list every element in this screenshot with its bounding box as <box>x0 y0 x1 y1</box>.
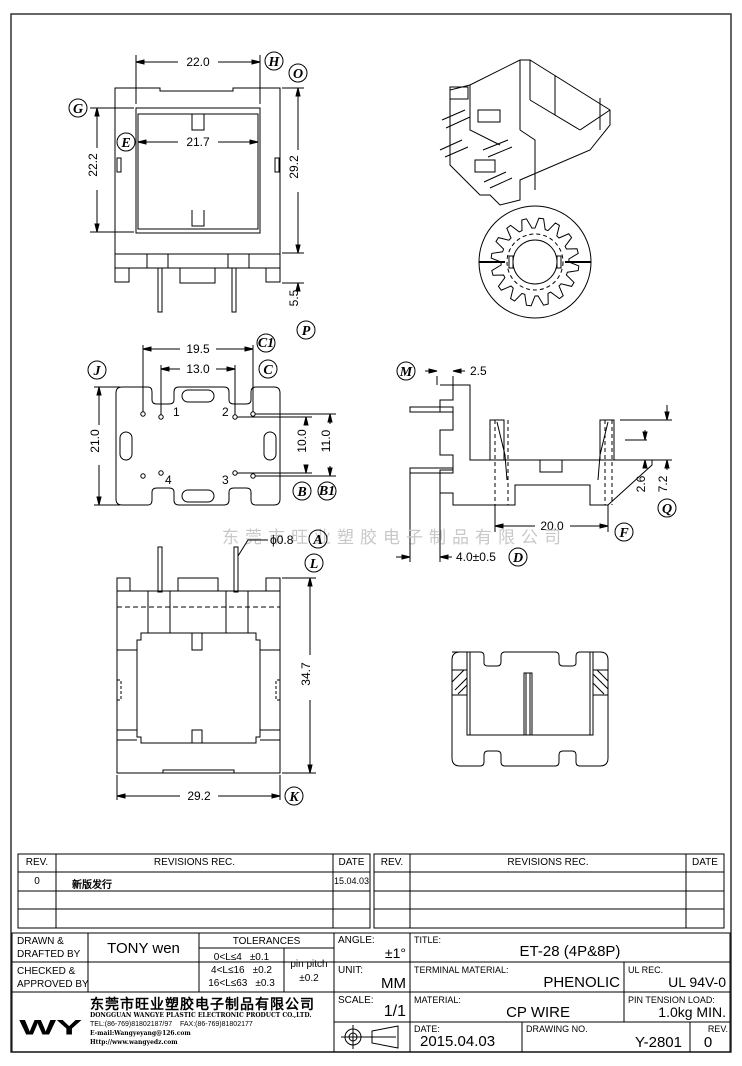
dim-inner-width: 21.7 <box>186 135 210 149</box>
pin-layout-view: 1 2 3 4 19.5 13.0 21.0 10.0 11.0 J C1 C … <box>87 333 337 506</box>
top-view-body <box>114 87 281 255</box>
callout-A: A <box>308 529 328 549</box>
pin-view-body <box>115 386 281 506</box>
pin <box>231 267 237 313</box>
revision-table-right <box>373 853 725 929</box>
callout-P: P <box>296 320 316 340</box>
third-angle-projection-icon <box>341 1025 399 1049</box>
svg-text:WY: WY <box>19 1016 82 1039</box>
callout-B1: B1 <box>317 481 337 501</box>
pin-number-3: 3 <box>222 473 229 487</box>
dim-inner-height: 22.2 <box>86 153 100 177</box>
callout-H: H <box>264 51 284 71</box>
svg-text:E: E <box>120 136 130 151</box>
svg-text:C: C <box>263 363 273 378</box>
callout-J: J <box>87 360 107 380</box>
dim-pin-offset: 4.0±0.5 <box>456 550 496 564</box>
top-view-base <box>114 254 281 284</box>
callout-B: B <box>292 481 312 501</box>
dim-front-width: 29.2 <box>187 789 211 803</box>
company-logo: WY <box>19 1016 82 1039</box>
callout-K: K <box>284 786 304 806</box>
callout-O: O <box>288 63 308 83</box>
top-view-notches <box>191 114 205 227</box>
svg-text:J: J <box>93 364 102 379</box>
side-view: 2.5 M 20.0 F 4.0±0.5 D 2.6 7.2 Q <box>396 361 677 567</box>
svg-text:C1: C1 <box>258 336 274 351</box>
section-view <box>451 651 609 767</box>
isometric-view <box>439 59 611 206</box>
dim-pin-length: 5.5 <box>287 289 301 306</box>
dim-side-thickness: 2.5 <box>470 364 487 378</box>
svg-text:B1: B1 <box>318 484 335 499</box>
dim-outer-height: 29.2 <box>287 155 301 179</box>
dim-body-depth: 21.0 <box>88 429 102 453</box>
dim-pin-span-inner: 13.0 <box>186 362 210 376</box>
svg-text:F: F <box>618 526 629 541</box>
revision-table-left <box>17 853 371 929</box>
side-slot-left <box>116 157 122 173</box>
svg-text:P: P <box>302 324 311 339</box>
title-block-grid <box>11 932 731 1053</box>
svg-text:O: O <box>293 67 303 82</box>
pin-number-4: 4 <box>165 473 172 487</box>
top-view: 22.0 21.7 22.2 29.2 5.5 H O G E P <box>68 51 316 340</box>
dim-front-height: 34.7 <box>299 662 313 686</box>
top-view-window-inner <box>137 113 259 230</box>
callout-G: G <box>68 98 88 118</box>
svg-text:M: M <box>399 365 413 380</box>
dim-pin-diameter: ϕ0.8 <box>270 533 294 547</box>
callout-D: D <box>508 547 528 567</box>
dim-pin-row-inner: 10.0 <box>295 429 309 453</box>
dim-pin-span-outer: 19.5 <box>186 342 210 356</box>
svg-text:D: D <box>512 551 523 566</box>
dim-wall-height: 7.2 <box>656 475 670 492</box>
callout-L: L <box>304 553 324 573</box>
svg-text:K: K <box>288 790 300 805</box>
watermark-text: 东莞市旺业塑胶电子制品有限公司 <box>222 528 567 548</box>
svg-text:G: G <box>73 102 83 117</box>
callout-C: C <box>258 359 278 379</box>
callout-F: F <box>614 522 634 542</box>
svg-text:Q: Q <box>662 502 672 517</box>
front-view: 34.7 L 29.2 K <box>116 546 324 806</box>
side-slot-right <box>274 157 280 173</box>
dim-top-width: 22.0 <box>186 55 210 69</box>
svg-text:B: B <box>296 485 306 500</box>
round-view <box>478 205 592 319</box>
callout-Q: Q <box>657 498 677 518</box>
dim-slot-span: 20.0 <box>540 519 564 533</box>
svg-text:A: A <box>312 533 322 548</box>
svg-text:H: H <box>268 55 281 70</box>
pin-number-1: 1 <box>173 405 180 419</box>
callout-C1: C1 <box>256 333 276 353</box>
callout-E: E <box>116 132 136 152</box>
top-view-window <box>135 107 261 234</box>
pin <box>157 267 163 313</box>
dim-step-height: 2.6 <box>634 475 648 492</box>
callout-M: M <box>396 361 416 381</box>
pin-number-2: 2 <box>222 405 229 419</box>
dim-pin-row-outer: 11.0 <box>319 429 333 452</box>
svg-text:L: L <box>309 557 319 572</box>
